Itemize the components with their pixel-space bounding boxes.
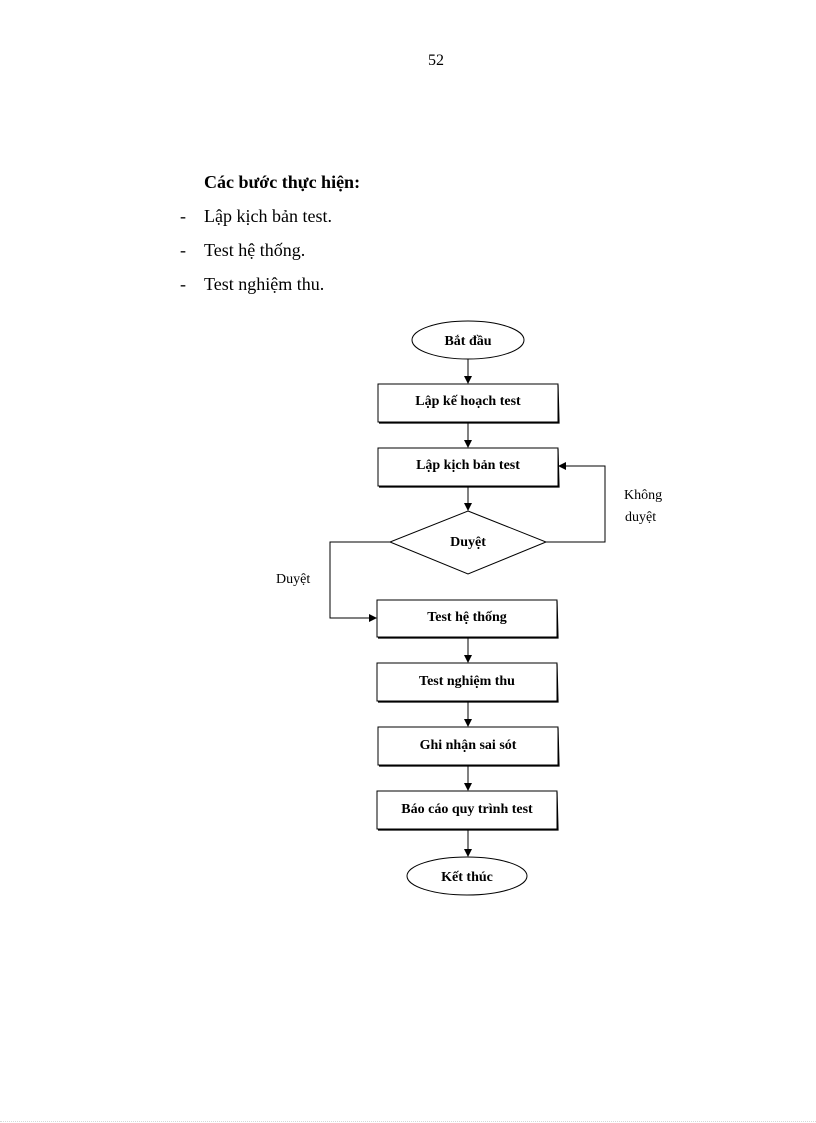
acceptance-test-node: Test nghiệm thu [376,662,559,703]
record-errors-label: Ghi nhận sai sót [420,738,517,753]
start-node-label: Bắt đầu [444,334,491,349]
system-test-node: Test hệ thống [376,599,559,639]
step-item: -Test nghiệm thu. [180,274,324,295]
section-heading: Các bước thực hiện: [204,172,361,192]
approved-label: Duyệt [276,572,310,587]
rejected-loop-arrow [546,462,606,543]
step-item-text: Test nghiệm thu. [204,274,325,294]
start-node: Bắt đầu [411,320,525,360]
approval-decision-node: Duyệt [388,510,548,575]
rejected-label-line1: Không [624,488,662,503]
decision-label: Duyệt [450,535,486,550]
step-item: -Test hệ thống. [180,240,305,261]
report-node: Báo cáo quy trình test [376,790,559,831]
step-item-text: Test hệ thống. [204,240,306,260]
report-label: Báo cáo quy trình test [401,802,533,817]
test-script-label: Lập kịch bản test [416,458,520,473]
record-errors-node: Ghi nhận sai sót [377,726,560,767]
step-item-text: Lập kịch bản test. [204,206,332,226]
list-bullet: - [180,240,186,260]
page-number: 52 [428,52,444,69]
list-bullet: - [180,206,186,226]
acceptance-test-label: Test nghiệm thu [419,674,515,689]
plan-test-node: Lập kế hoạch test [377,383,560,424]
end-node: Kết thúc [406,856,528,896]
step-item: -Lập kịch bản test. [180,206,332,227]
approved-arrow [329,541,390,622]
plan-test-label: Lập kế hoạch test [415,394,521,409]
end-node-label: Kết thúc [441,870,493,885]
test-script-node: Lập kịch bản test [377,447,560,488]
list-bullet: - [180,274,186,294]
rejected-label-line2: duyệt [625,510,656,525]
page-bottom-divider [0,1121,816,1122]
system-test-label: Test hệ thống [427,610,507,625]
